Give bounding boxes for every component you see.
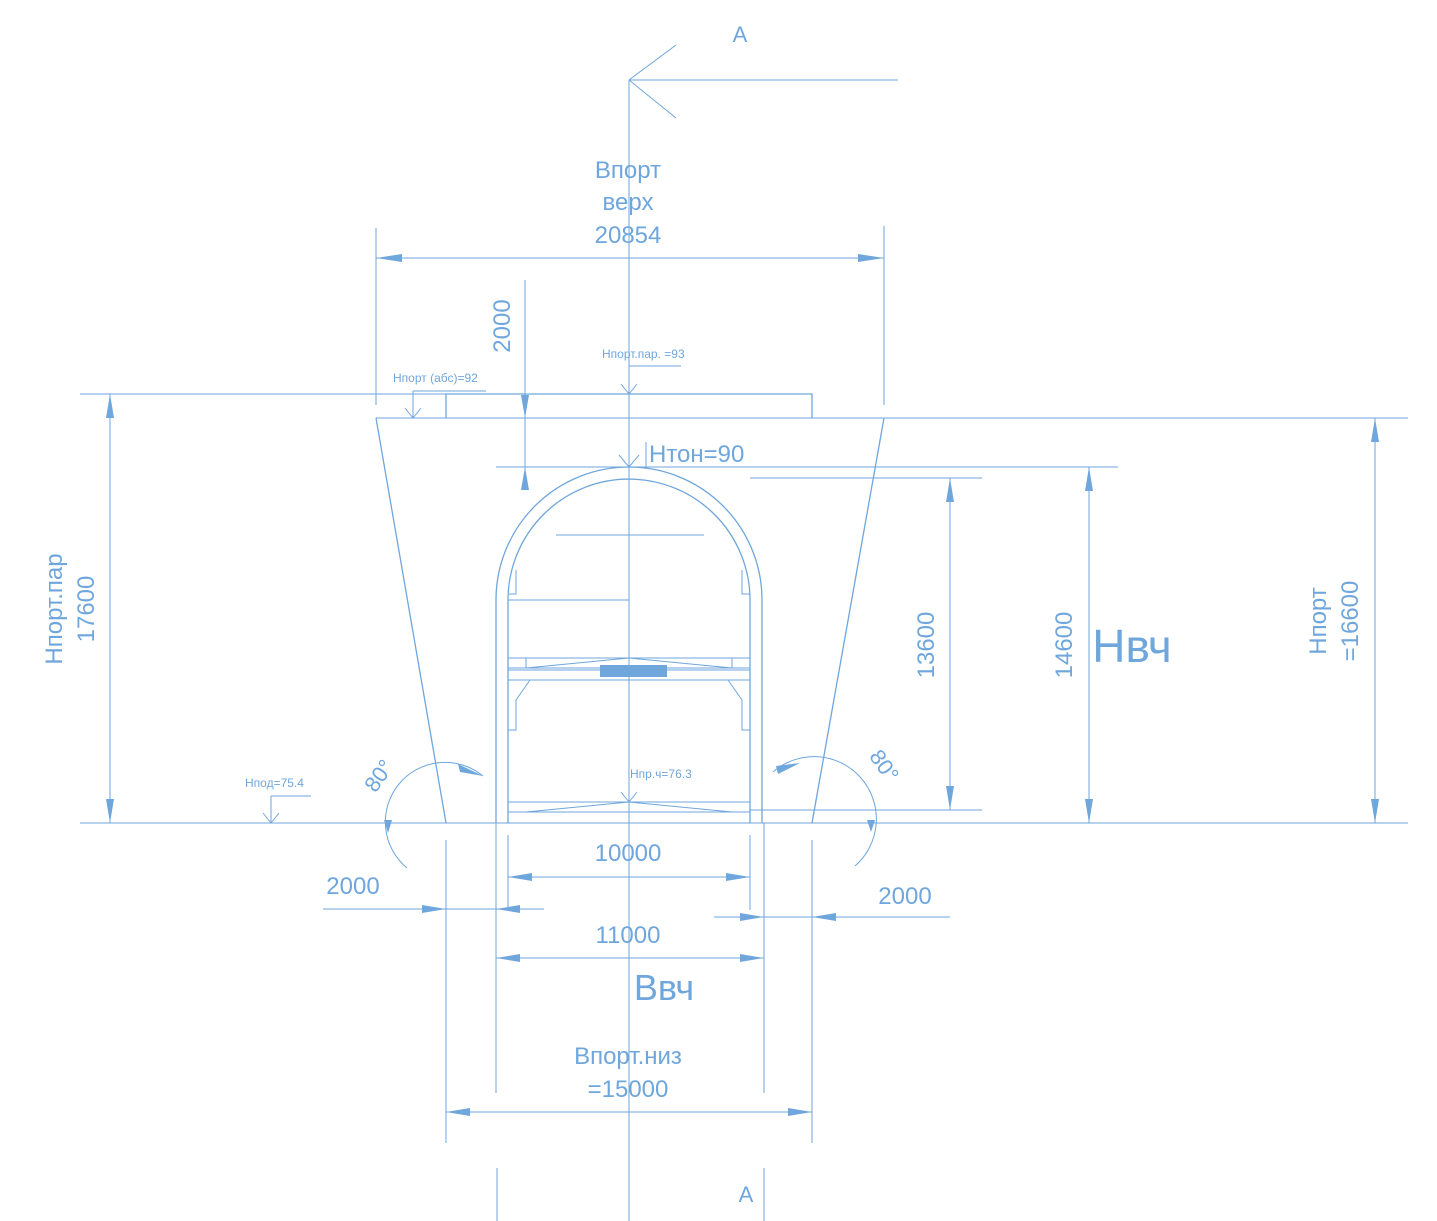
- dimension-b-port-top: Впорт верх 20854: [375, 157, 885, 405]
- h-port-label-1: Нпорт: [1305, 587, 1332, 655]
- h-port-par-label-1: Нпорт.пар: [41, 553, 68, 664]
- dimension-11000: 11000 Ввч: [496, 922, 764, 1008]
- section-label-top: А: [733, 22, 748, 47]
- dim-2000-left-label: 2000: [326, 873, 379, 900]
- dimension-10000: 10000: [508, 840, 750, 881]
- b-port-top-label-2: верх: [603, 189, 654, 216]
- angle-left: 80°: [359, 755, 484, 869]
- dimension-2000-left: 2000: [323, 873, 544, 913]
- h-ton-label: Нтон=90: [649, 441, 744, 468]
- dim-2000-right-label: 2000: [878, 883, 931, 910]
- reference-lines: [80, 393, 1408, 824]
- dimension-b-port-bottom: Впорт.низ =15000: [446, 1043, 812, 1116]
- b-port-bottom-label-1: Впорт.низ: [574, 1043, 682, 1070]
- h-port-par-label-2: 17600: [73, 576, 100, 643]
- h-pod-label: Нпод=75.4: [245, 776, 304, 790]
- b-vch-label: Ввч: [634, 967, 694, 1008]
- dim-13600-label: 13600: [913, 612, 940, 679]
- h-port-label-2: =16600: [1337, 581, 1364, 662]
- mark-h-pod: Нпод=75.4: [245, 776, 311, 824]
- mark-h-ton: Нтон=90: [618, 441, 744, 468]
- dim-11000-label: 11000: [596, 922, 661, 949]
- b-port-bottom-label-2: =15000: [588, 1076, 669, 1103]
- h-port-abs-mark-label: Нпорт (абс)=92: [393, 371, 478, 385]
- b-port-top-value: 20854: [595, 222, 662, 249]
- dim-14600-label: 14600: [1051, 612, 1078, 679]
- dimension-2000-top: 2000: [489, 280, 529, 490]
- mark-h-port-par: Нпорт.пар. =93: [602, 347, 685, 395]
- angle-right-label: 80°: [864, 745, 904, 787]
- h-pr-ch-label: Нпр.ч=76.3: [630, 767, 692, 781]
- dimension-13600: 13600: [913, 478, 954, 810]
- dim-2000-top-label: 2000: [489, 299, 516, 352]
- tunnel-interior: [507, 467, 982, 823]
- dimension-2000-right: 2000: [714, 883, 950, 921]
- h-vch-label: Нвч: [1092, 620, 1172, 672]
- dimension-h-port: Нпорт =16600: [1305, 418, 1379, 823]
- angle-left-label: 80°: [359, 755, 399, 797]
- b-port-top-label-1: Впорт: [595, 157, 661, 184]
- angle-right: 80°: [772, 745, 904, 867]
- section-label-bottom: А: [739, 1182, 754, 1207]
- mark-h-port-abs: Нпорт (абс)=92: [393, 371, 486, 419]
- h-port-par-mark-label: Нпорт.пар. =93: [602, 347, 685, 361]
- mark-h-pr-ch: Нпр.ч=76.3: [620, 767, 692, 803]
- portal-walls: [375, 417, 885, 824]
- dim-10000-label: 10000: [595, 840, 662, 867]
- section-cut-bottom: А: [496, 1168, 765, 1221]
- dimension-h-port-par: Нпорт.пар 17600: [41, 394, 114, 823]
- dimension-14600: 14600 Нвч: [1051, 467, 1172, 823]
